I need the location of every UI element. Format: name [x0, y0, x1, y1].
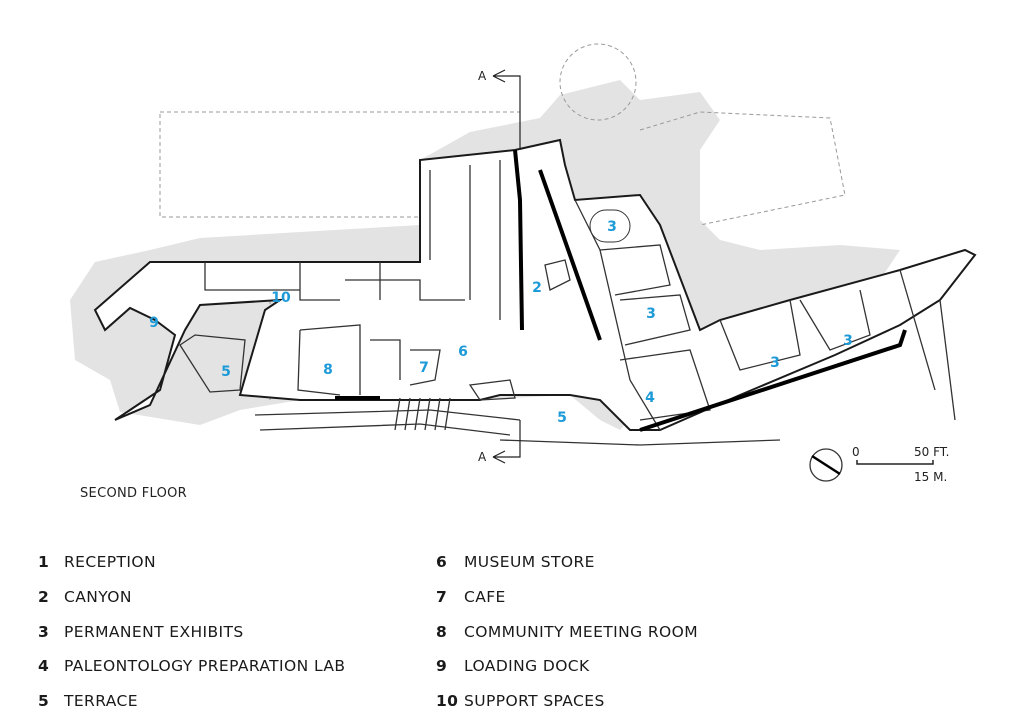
room-label: 9	[149, 315, 159, 331]
legend-item: 3 PERMANENT EXHIBITS	[38, 614, 345, 649]
svg-text:50 FT.: 50 FT.	[914, 445, 950, 459]
room-label: 3	[646, 306, 656, 322]
legend-item: 9 LOADING DOCK	[436, 649, 698, 684]
legend-number: 2	[38, 588, 50, 607]
legend-left: 1 RECEPTION 2 CANYON 3 PERMANENT EXHIBITS 4…	[38, 545, 345, 718]
room-label: 3	[607, 219, 617, 235]
legend-text: RECEPTION	[64, 553, 156, 572]
rotunda	[589, 209, 631, 243]
legend-text: COMMUNITY MEETING ROOM	[464, 622, 699, 641]
legend-number: 7	[436, 588, 448, 607]
room-label: 6	[458, 344, 468, 360]
legend-text: CAFE	[464, 588, 506, 607]
room-label: 4	[645, 390, 655, 406]
room-labels: 3 2 10 9 3 3 3 5 8 7 6 4 5	[149, 219, 853, 426]
legend-right: 6 MUSEUM STORE 7 CAFE 8 COMMUNITY MEETING R…	[436, 545, 698, 718]
legend-item: 7 CAFE	[436, 580, 698, 615]
legend-number: 9	[436, 657, 448, 676]
legend-text: SUPPORT SPACES	[464, 692, 605, 711]
legend-item: 1 RECEPTION	[38, 545, 345, 580]
legend-item: 10 SUPPORT SPACES	[436, 684, 698, 719]
room-label: 2	[532, 280, 542, 296]
svg-text:0: 0	[852, 445, 860, 459]
legend-number: 1	[38, 553, 50, 572]
north-arrow-icon	[809, 448, 843, 482]
legend-item: 2 CANYON	[38, 580, 345, 615]
legend-text: PALEONTOLOGY PREPARATION LAB	[64, 657, 346, 676]
legend-number: 10	[436, 692, 459, 711]
section-marker-top: A	[478, 69, 521, 150]
legend-text: MUSEUM STORE	[464, 553, 595, 572]
legend-number: 8	[436, 622, 448, 641]
room-label: 3	[770, 355, 780, 371]
legend-text: LOADING DOCK	[464, 657, 590, 676]
legend-number: 6	[436, 553, 448, 572]
room-label: 10	[271, 290, 291, 306]
room-label: 3	[843, 333, 853, 349]
legend-item: 6 MUSEUM STORE	[436, 545, 698, 580]
legend-number: 3	[38, 622, 50, 641]
room-label: 8	[323, 362, 333, 378]
section-marker-bottom: A	[478, 420, 521, 464]
floor-title: SECOND FLOOR	[80, 486, 187, 501]
legend-number: 4	[38, 657, 50, 676]
legend-item: 5 TERRACE	[38, 684, 345, 719]
heavy-walls	[335, 149, 907, 432]
legend-text: TERRACE	[64, 692, 138, 711]
legend-item: 4 PALEONTOLOGY PREPARATION LAB	[38, 649, 345, 684]
svg-text:15 M.: 15 M.	[914, 470, 947, 484]
room-label: 5	[557, 410, 567, 426]
svg-text:A: A	[478, 69, 487, 83]
room-label: 7	[419, 360, 429, 376]
room-label: 5	[221, 364, 231, 380]
scale-bar: 0 50 FT. 15 M.	[852, 445, 950, 484]
legend-text: CANYON	[64, 588, 132, 607]
legend-number: 5	[38, 692, 50, 711]
legend-item: 8 COMMUNITY MEETING ROOM	[436, 614, 698, 649]
svg-text:A: A	[478, 450, 487, 464]
legend-text: PERMANENT EXHIBITS	[64, 622, 244, 641]
interior-walls	[179, 160, 956, 446]
floor-plan: A A 3 2 10 9 3 3 3 5 8 7 6 4 5 0 50 FT. …	[70, 43, 977, 484]
